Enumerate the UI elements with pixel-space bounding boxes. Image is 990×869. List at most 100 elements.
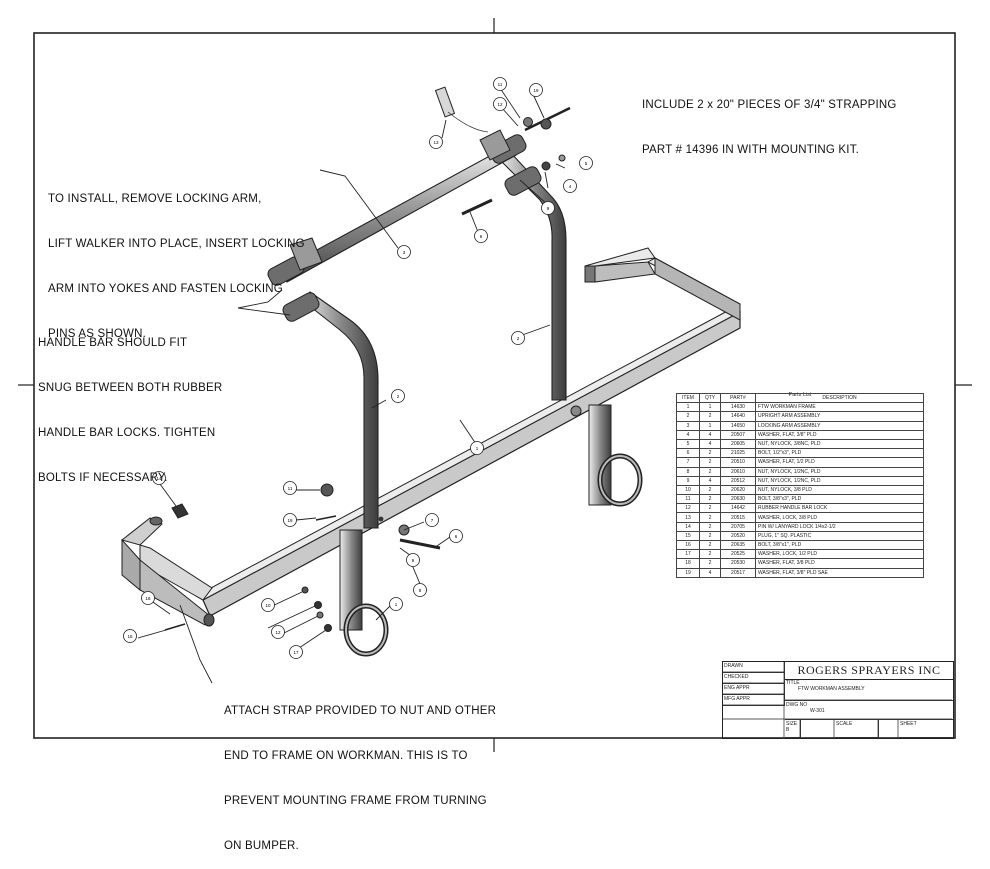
balloon: 6: [474, 229, 488, 243]
parts-description: PIN W/ LANYARD LOCK 1/4x2-1/2: [755, 521, 924, 532]
parts-number: 20515: [720, 512, 756, 523]
locking-arm: [267, 129, 542, 322]
parts-number: 21025: [720, 448, 756, 459]
svg-text:1: 1: [476, 446, 479, 451]
svg-text:10: 10: [265, 603, 271, 608]
parts-qty: 2: [699, 411, 721, 422]
parts-qty: 2: [699, 530, 721, 542]
parts-description: LOCKING ARM ASSEMBLY: [755, 420, 924, 431]
header-description: DESCRIPTION: [755, 392, 924, 404]
svg-text:2: 2: [397, 394, 400, 399]
parts-number: 14650: [720, 420, 756, 431]
parts-description: WASHER, FLAT, 3/8" PLD SAE: [755, 567, 924, 578]
note-line: HANDLE BAR LOCKS. TIGHTEN: [38, 427, 216, 439]
tb-checked: CHECKED: [723, 673, 785, 684]
hardware: [164, 86, 571, 632]
svg-text:11: 11: [288, 486, 293, 491]
parts-number: 20507: [720, 429, 756, 440]
note-handle-bar: HANDLE BAR SHOULD FIT SNUG BETWEEN BOTH …: [38, 306, 222, 501]
note-strapping: INCLUDE 2 x 20" PIECES OF 3/4" STRAPPING…: [642, 68, 897, 173]
parts-qty: 2: [699, 503, 721, 514]
svg-text:11: 11: [498, 82, 503, 87]
parts-item: 2: [676, 411, 700, 422]
parts-description: BOLT, 1/2"x3", PLD: [755, 448, 924, 459]
note-line: ARM INTO YOKES AND FASTEN LOCKING: [48, 283, 283, 295]
balloon: 2: [511, 331, 525, 345]
balloon: 1: [389, 597, 403, 611]
company-name: ROGERS SPRAYERS INC: [785, 662, 953, 680]
balloon: 11: [493, 77, 507, 91]
svg-text:9: 9: [412, 558, 415, 563]
parts-description: NUT, NYLOCK, 3/8 PLD: [755, 484, 924, 496]
parts-number: 20530: [720, 558, 756, 569]
parts-item: 19: [676, 567, 700, 578]
parts-qty: 2: [699, 484, 721, 496]
balloon: 14: [152, 471, 166, 485]
svg-text:14: 14: [156, 476, 162, 481]
note-line: INCLUDE 2 x 20" PIECES OF 3/4" STRAPPING: [642, 99, 897, 111]
note-line: PREVENT MOUNTING FRAME FROM TURNING: [224, 795, 487, 807]
note-line: LIFT WALKER INTO PLACE, INSERT LOCKING: [48, 238, 305, 250]
parts-qty: 4: [699, 429, 721, 440]
title-block: DRAWN CHECKED ENG APPR MFG APPR ROGERS S…: [722, 661, 954, 739]
note-line: BOLTS IF NECESSARY.: [38, 472, 168, 484]
parts-item: 5: [676, 438, 700, 450]
parts-item: 3: [676, 420, 700, 431]
parts-description: WASHER, FLAT, 3/8" PLD: [755, 429, 924, 440]
svg-text:12: 12: [497, 102, 503, 107]
parts-description: WASHER, FLAT, 3/8 PLD: [755, 558, 924, 569]
parts-qty: 4: [699, 567, 721, 578]
tb-scale-cell: SCALE: [835, 720, 879, 738]
parts-item: 9: [676, 475, 700, 486]
svg-text:8: 8: [419, 588, 422, 593]
parts-item: 15: [676, 530, 700, 542]
parts-number: 20510: [720, 457, 756, 468]
parts-item: 17: [676, 549, 700, 560]
parts-qty: 4: [699, 438, 721, 450]
drawing-title: FTW WORKMAN ASSEMBLY: [798, 686, 865, 692]
parts-qty: 4: [699, 475, 721, 486]
parts-item: 7: [676, 457, 700, 468]
balloon: 17: [289, 645, 303, 659]
balloon: 16: [141, 591, 155, 605]
parts-item: 18: [676, 558, 700, 569]
parts-item: 8: [676, 466, 700, 477]
svg-text:3: 3: [403, 250, 406, 255]
parts-item: 12: [676, 503, 700, 514]
balloon: 10: [261, 598, 275, 612]
parts-number: 20517: [720, 567, 756, 578]
svg-text:7: 7: [431, 518, 434, 523]
parts-qty: 2: [699, 448, 721, 459]
parts-description: UPRIGHT ARM ASSEMBLY: [755, 411, 924, 422]
parts-item: 11: [676, 494, 700, 505]
note-line: PART # 14396 IN WITH MOUNTING KIT.: [642, 144, 860, 156]
tb-sheet-cell: SHEET: [899, 720, 953, 738]
parts-description: WASHER, LOCK, 1/2 PLD: [755, 549, 924, 560]
note-line: HANDLE BAR SHOULD FIT: [38, 337, 188, 349]
parts-qty: 2: [699, 512, 721, 523]
balloons: 1 2 2 3 4 5 6 7 8 9 10 11 12 13 14 15 16…: [123, 77, 593, 659]
parts-qty: 2: [699, 558, 721, 569]
parts-description: WASHER, LOCK, 3/8 PLD: [755, 512, 924, 523]
svg-text:4: 4: [569, 184, 572, 189]
balloon: 19: [529, 83, 543, 97]
parts-number: 20705: [720, 521, 756, 532]
tb-title-cell: TITLE FTW WORKMAN ASSEMBLY: [785, 679, 953, 701]
svg-text:13: 13: [433, 140, 439, 145]
parts-item: 16: [676, 539, 700, 551]
parts-qty: 2: [699, 549, 721, 560]
parts-list-header: ITEM QTY PART# DESCRIPTION: [676, 392, 924, 404]
parts-description: BOLT, 3/8"x3", PLD: [755, 494, 924, 505]
tb-title-label: TITLE: [786, 680, 800, 686]
frame-posts: [339, 404, 643, 657]
